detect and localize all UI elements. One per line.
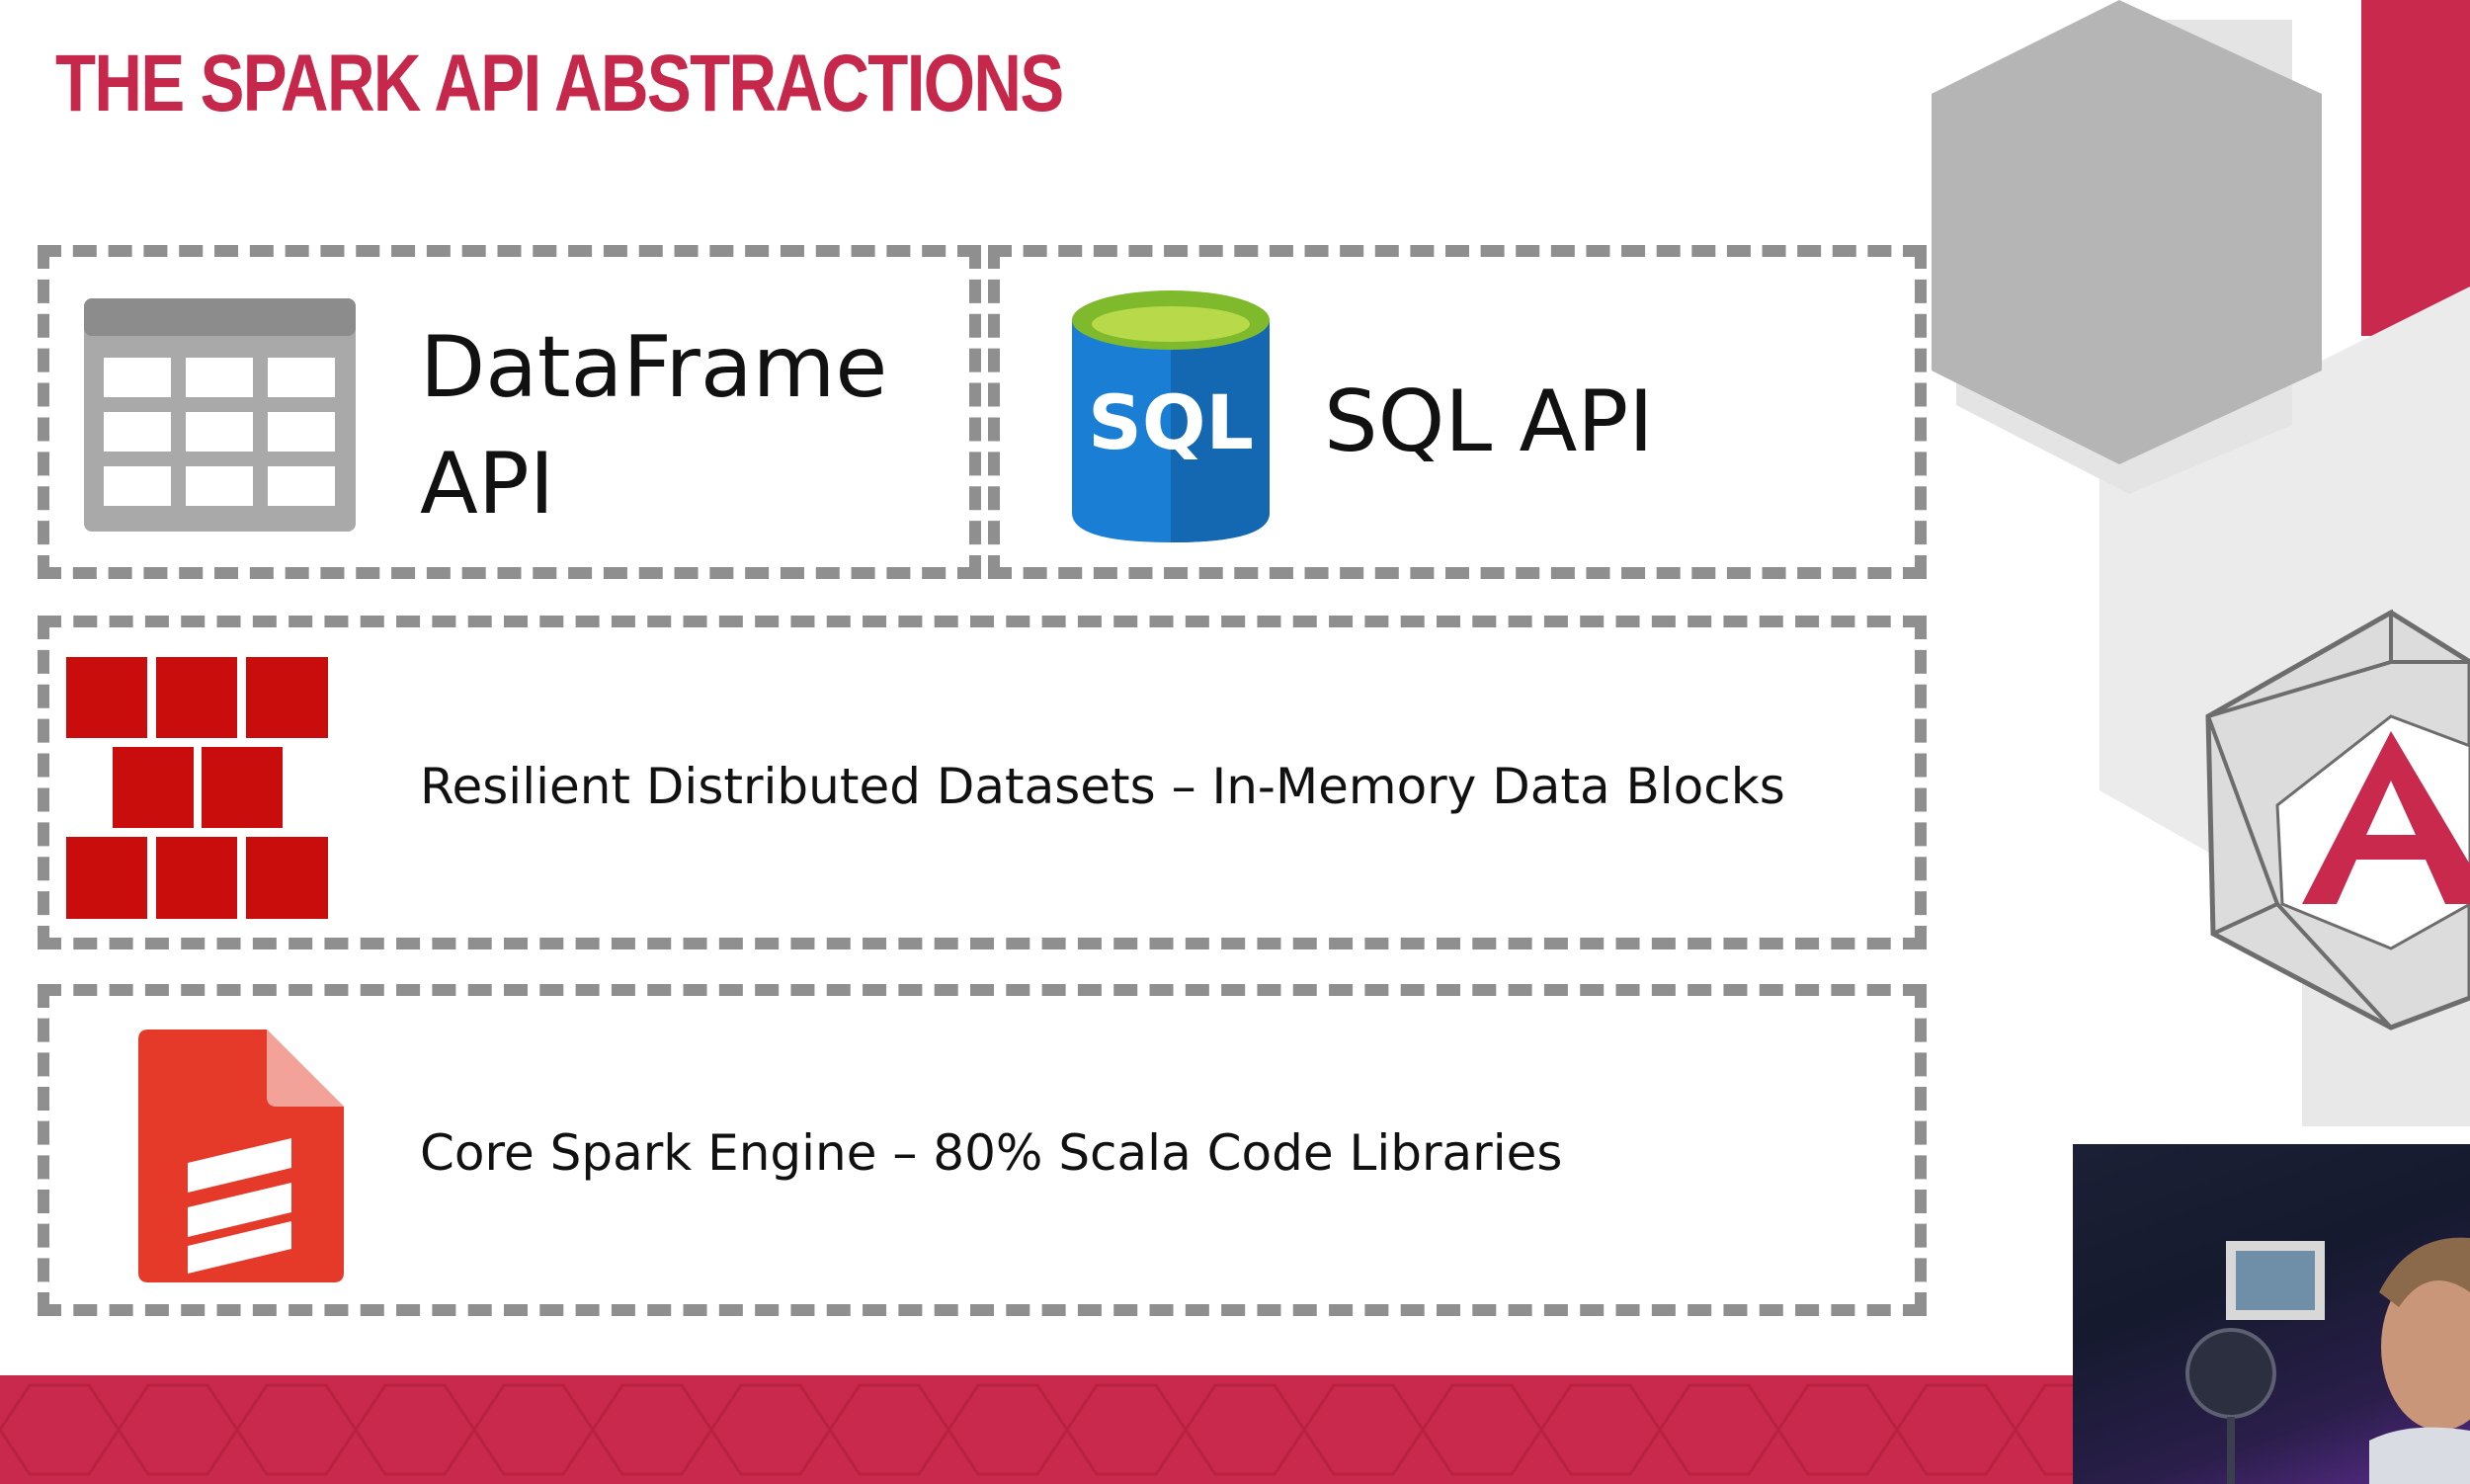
dataframe-api-label: DataFrame API [420, 309, 887, 542]
logo-letter: A [2416, 829, 2423, 840]
scala-file-icon [138, 1030, 344, 1282]
webcam-overlay [2073, 1144, 2470, 1484]
slide-title: THE SPARK API ABSTRACTIONS [55, 39, 1064, 128]
bottom-band-pattern [0, 1375, 2470, 1484]
dataframe-label-line1: DataFrame [420, 318, 888, 417]
presenter-video-frame [2185, 1237, 2470, 1484]
rdd-label: Resilient Distributed Datasets – In-Memo… [420, 758, 1785, 815]
rdd-box: Resilient Distributed Datasets – In-Memo… [38, 616, 1927, 949]
sql-api-label: SQL API [1324, 372, 1654, 471]
sql-icon-text: SQL [1088, 378, 1254, 466]
brick-wall-icon [66, 657, 328, 919]
core-engine-box: Core Spark Engine – 80% Scala Code Libra… [38, 984, 1927, 1316]
core-engine-label: Core Spark Engine – 80% Scala Code Libra… [420, 1124, 1563, 1182]
dataframe-label-line2: API [420, 435, 555, 534]
sql-database-icon: SQL [1072, 290, 1270, 542]
table-grid-icon [84, 298, 356, 532]
angular-shield-logo: A [2205, 609, 2470, 1031]
dataframe-api-box: DataFrame API [38, 245, 981, 579]
sql-api-box: SQL SQL API [988, 245, 1927, 579]
